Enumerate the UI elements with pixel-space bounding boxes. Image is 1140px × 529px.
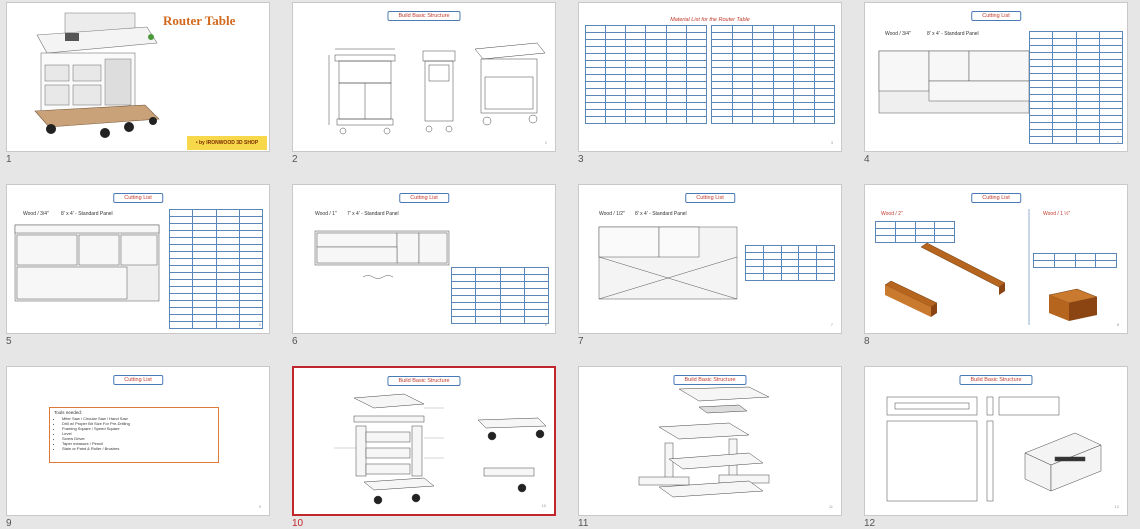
tools-list: Miter Saw / Circular Saw / Hand Saw Dril… (54, 416, 214, 451)
tool-item: Framing Square / Speed Square (62, 426, 214, 431)
page-number: 12 (1114, 504, 1119, 509)
page-number: 5 (258, 322, 261, 327)
page-number: 4 (1116, 140, 1119, 145)
panel-label: 8' x 4' - Standard Panel (927, 31, 979, 37)
slide-1-canvas[interactable]: Router Table • by IRONWOOD 3D SHOP (6, 2, 270, 152)
cutting-table (450, 267, 550, 324)
page-number: 7 (830, 322, 833, 327)
panel-label: 8' x 4' - Standard Panel (635, 211, 687, 217)
slide-title: Cutting List (685, 193, 735, 203)
slide-thumb-9[interactable]: Cutting List Tools needed: Miter Saw / C… (0, 364, 270, 529)
slide-thumb-5[interactable]: Cutting List Wood / 3/4" 8' x 4' - Stand… (0, 182, 270, 347)
author-badge: • by IRONWOOD 3D SHOP (187, 136, 267, 150)
cutting-table (745, 245, 835, 281)
exploded-assembly (334, 393, 547, 505)
tools-box: Tools needed: Miter Saw / Circular Saw /… (49, 407, 219, 463)
wood-label: Wood / 1" (315, 211, 337, 217)
slide-2-canvas[interactable]: Build Basic Structure 2 (292, 2, 556, 152)
slide-8-canvas[interactable]: Cutting List Wood / 2" Wood / 1 ½" 8 (864, 184, 1128, 334)
lumber-drawings (884, 209, 1098, 325)
slide-3-canvas[interactable]: Material List for the Router Table 3 (578, 2, 842, 152)
tool-item: Level (62, 431, 214, 436)
slide-thumb-7[interactable]: Cutting List Wood / 1/2" 8' x 4' - Stand… (572, 182, 842, 347)
slide-title: Material List for the Router Table (659, 15, 761, 25)
slide-12-canvas[interactable]: Build Basic Structure 12 (864, 366, 1128, 516)
material-table-right (711, 25, 835, 124)
slide-number: 6 (292, 336, 298, 347)
slide-thumb-10[interactable]: Build Basic Structure 1 (286, 364, 556, 529)
slide-title: Build Basic Structure (387, 376, 461, 386)
panel-layout (314, 230, 450, 279)
slide-thumb-3[interactable]: Material List for the Router Table 3 (572, 0, 842, 165)
page-number: 2 (544, 140, 547, 145)
page-number: 6 (544, 322, 547, 327)
slide-7-canvas[interactable]: Cutting List Wood / 1/2" 8' x 4' - Stand… (578, 184, 842, 334)
wood-label-2: Wood / 1 ½" (1043, 211, 1071, 217)
tool-item: Taper measure / Pencil (62, 441, 214, 446)
router-table-render (34, 12, 160, 138)
slide-title: Cutting List (399, 193, 449, 203)
slide-title: Cutting List (971, 193, 1021, 203)
slide-title: Cutting List (971, 11, 1021, 21)
panel-label: 8' x 4' - Standard Panel (61, 211, 113, 217)
panel-layout (878, 50, 1030, 114)
slide-11-canvas[interactable]: Build Basic Structure 11 (578, 366, 842, 516)
wood-label: Wood / 1/2" (599, 211, 625, 217)
page-number: 3 (830, 140, 833, 145)
slide-title: Cutting List (113, 193, 163, 203)
cutting-table (168, 209, 264, 329)
slide-number: 7 (578, 336, 584, 347)
slide-5-canvas[interactable]: Cutting List Wood / 3/4" 8' x 4' - Stand… (6, 184, 270, 334)
slide-number: 8 (864, 336, 870, 347)
deck-title: Router Table (163, 13, 236, 28)
slide-number: 3 (578, 154, 584, 165)
structure-drawings (328, 42, 546, 135)
cutting-table (1028, 31, 1124, 144)
slide-title: Build Basic Structure (387, 11, 461, 21)
panel-label: 7' x 4' - Standard Panel (347, 211, 399, 217)
wood-label: Wood / 3/4" (885, 31, 911, 37)
slide-thumb-2[interactable]: Build Basic Structure 2 2 (286, 0, 556, 165)
panel-layout (14, 224, 160, 302)
slide-4-canvas[interactable]: Cutting List Wood / 3/4" 8' x 4' - Stand… (864, 2, 1128, 152)
slide-thumb-4[interactable]: Cutting List Wood / 3/4" 8' x 4' - Stand… (858, 0, 1128, 165)
cutting-table-2 (1033, 253, 1117, 268)
slide-9-canvas[interactable]: Cutting List Tools needed: Miter Saw / C… (6, 366, 270, 516)
slide-title: Cutting List (113, 375, 163, 385)
page-number: 11 (828, 504, 833, 509)
slide-title: Build Basic Structure (673, 375, 747, 385)
page-number: 10 (541, 503, 546, 508)
panel-layout (598, 226, 738, 300)
slide-title: Build Basic Structure (959, 375, 1033, 385)
drawer-drawings (886, 396, 1102, 502)
tool-item: Screw Driver (62, 436, 214, 441)
slide-thumb-8[interactable]: Cutting List Wood / 2" Wood / 1 ½" 8 (858, 182, 1128, 347)
slide-thumb-12[interactable]: Build Basic Structure 12 12 (858, 364, 1128, 529)
slide-number: 1 (6, 154, 12, 165)
tool-item: Drill w/ Proper Bit Size For Pre-Drillin… (62, 421, 214, 426)
material-table-left (584, 25, 708, 124)
exploded-frame (638, 386, 770, 498)
cutting-table (875, 221, 955, 243)
slide-number: 5 (6, 336, 12, 347)
page-number: 8 (1116, 322, 1119, 327)
slide-thumb-6[interactable]: Cutting List Wood / 1" 7' x 4' - Standar… (286, 182, 556, 347)
tool-item: Miter Saw / Circular Saw / Hand Saw (62, 416, 214, 421)
tool-item: Stain or Paint & Roller / Brushes (62, 446, 214, 451)
slide-6-canvas[interactable]: Cutting List Wood / 1" 7' x 4' - Standar… (292, 184, 556, 334)
wood-label: Wood / 2" (881, 211, 903, 217)
slide-number: 2 (292, 154, 298, 165)
page-number: 9 (258, 504, 261, 509)
slide-thumb-11[interactable]: Build Basic Structure 11 11 (572, 364, 842, 529)
slide-thumb-1[interactable]: Router Table • by IRONWOOD 3D SHOP 1 (0, 0, 270, 165)
slide-number: 4 (864, 154, 870, 165)
wood-label: Wood / 3/4" (23, 211, 49, 217)
tools-heading: Tools needed: (54, 410, 83, 415)
slide-10-canvas[interactable]: Build Basic Structure 1 (292, 366, 556, 516)
